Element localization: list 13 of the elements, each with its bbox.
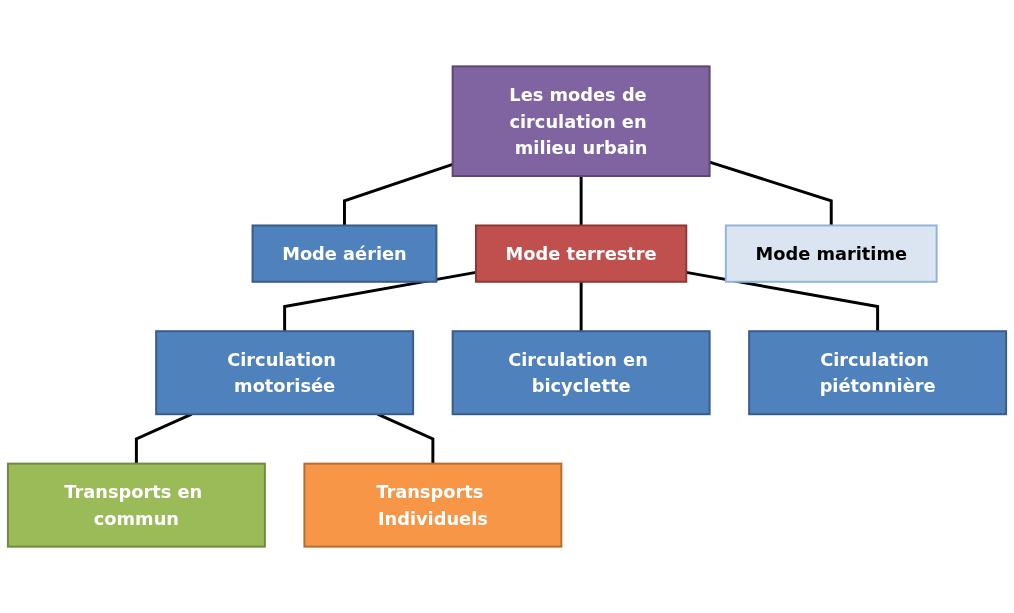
connector — [579, 281, 583, 332]
node-box: Transports en commun — [6, 462, 266, 548]
node-box: Mode aérien — [251, 224, 438, 283]
node-box: Circulation motorisée — [155, 330, 415, 416]
connector — [579, 176, 583, 226]
node-box: Mode maritime — [724, 224, 938, 283]
node-box: Transports Individuels — [303, 462, 563, 548]
node-box: Circulation en bicyclette — [451, 330, 711, 416]
connector — [709, 160, 833, 226]
node-box: Circulation piétonnière — [748, 330, 1008, 416]
node-box: Les modes de circulation en milieu urbain — [451, 65, 711, 178]
node-box: Mode terrestre — [474, 224, 688, 283]
connector — [686, 270, 880, 332]
